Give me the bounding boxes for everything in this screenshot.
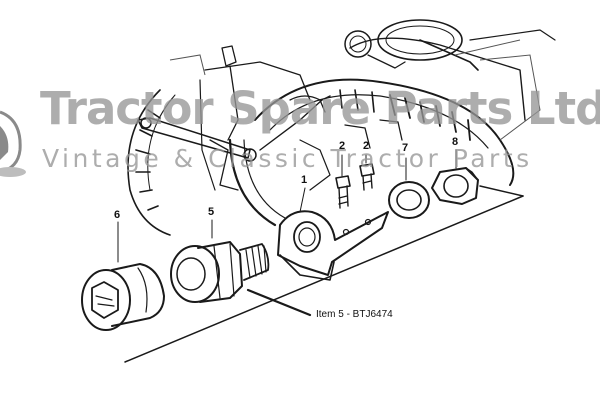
part-6-cap — [81, 263, 165, 331]
part-number-6: 6 — [114, 209, 121, 221]
part-number-5: 5 — [208, 206, 215, 218]
part-2-bolts — [335, 163, 375, 209]
part-number-2a: 2 — [339, 140, 346, 152]
watermark-subtitle: Vintage & Classic Tractor Parts — [42, 144, 533, 173]
part-number-2b: 2 — [363, 140, 370, 152]
tray-edge-back — [479, 185, 524, 197]
part-7-washer — [388, 181, 430, 219]
part-number-8: 8 — [452, 136, 459, 148]
leader-lines — [117, 149, 457, 317]
part-number-7: 7 — [402, 142, 409, 154]
watermark-title: Tractor Spare Parts Ltd — [40, 82, 600, 135]
logo-emblem — [0, 110, 26, 177]
callout-arrow — [246, 288, 312, 317]
item-callout-label: Item 5 - BTJ6474 — [316, 309, 393, 320]
tractor-background-sketch — [127, 19, 556, 236]
part-8-nut — [431, 167, 479, 205]
part-5-plug — [170, 241, 270, 303]
part-number-1: 1 — [301, 174, 308, 186]
part-1-bracket — [277, 210, 389, 281]
